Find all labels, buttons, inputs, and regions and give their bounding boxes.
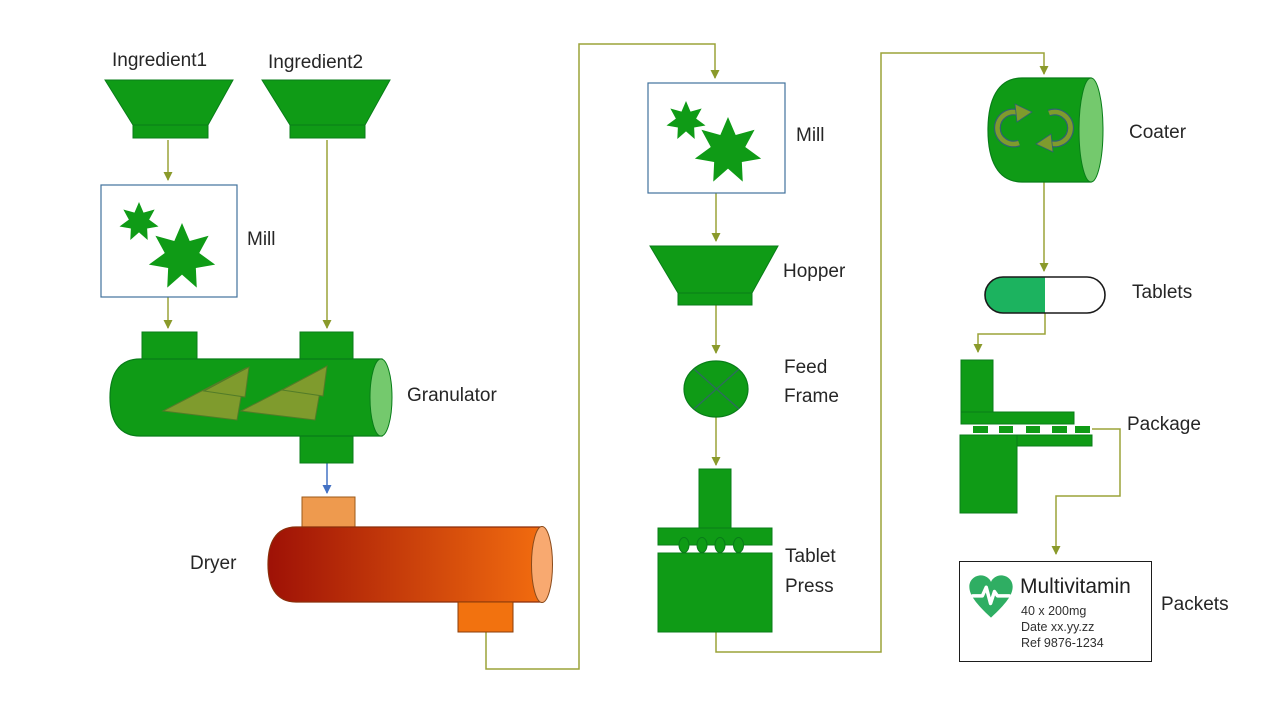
- press-punch: [678, 537, 690, 553]
- press-piston: [698, 468, 732, 530]
- tablet-press-machine: [657, 468, 773, 633]
- mill2-box: [647, 82, 786, 194]
- packet-date: Date xx.yy.zz: [1021, 620, 1095, 634]
- tablets-capsule: [984, 276, 1106, 314]
- coater-machine: [987, 77, 1104, 183]
- label-mill1: Mill: [247, 229, 276, 250]
- hopper-shape: [649, 245, 779, 306]
- granulator-inlet2: [299, 331, 354, 362]
- packet-product-name: Multivitamin: [1020, 575, 1131, 598]
- press-punch: [733, 537, 744, 553]
- package-lower-belt: [1016, 434, 1093, 447]
- label-tablet-press-line2: Press: [785, 576, 834, 597]
- rotation-arrows-icon: [994, 103, 1074, 153]
- ingredient2-hopper: [261, 79, 391, 139]
- edge-package-packets: [1051, 428, 1121, 555]
- edge-tablets-package: [973, 313, 1046, 353]
- label-feed-frame-line1: Feed: [784, 357, 828, 378]
- label-mill2: Mill: [796, 125, 825, 146]
- label-ingredient2: Ingredient2: [268, 52, 364, 73]
- ingredient1-hopper: [104, 79, 234, 139]
- heart-pulse-icon: [969, 575, 1013, 618]
- connector-lines: [163, 43, 1121, 670]
- dryer-outlet: [457, 601, 514, 633]
- granulator-screw-triangles: [161, 365, 328, 421]
- label-granulator: Granulator: [407, 385, 497, 406]
- label-tablet-press-line1: Tablet: [785, 546, 836, 567]
- package-lower-column: [959, 434, 1018, 514]
- granulator-end-cap: [369, 358, 393, 437]
- label-feed-frame-line2: Frame: [784, 386, 839, 407]
- dryer-end-cap: [531, 526, 553, 603]
- press-punch: [714, 537, 726, 553]
- blister-pockets: [973, 426, 1090, 433]
- label-hopper: Hopper: [783, 261, 846, 282]
- package-upper-belt: [960, 411, 1075, 425]
- package-machine: [959, 359, 1093, 514]
- label-packets: Packets: [1161, 594, 1229, 615]
- press-punch: [696, 537, 708, 553]
- dryer-machine: [267, 496, 553, 633]
- edge-dryer-mill2: [485, 43, 720, 670]
- dryer-inlet: [301, 496, 356, 528]
- edge-press-coater: [715, 52, 1049, 653]
- dryer-cylinder: [267, 526, 543, 603]
- label-coater: Coater: [1129, 122, 1187, 143]
- press-die-block: [657, 552, 773, 633]
- label-ingredient1: Ingredient1: [112, 50, 208, 71]
- feed-frame-shape: [683, 360, 749, 418]
- label-package: Package: [1127, 414, 1201, 435]
- packet-dose: 40 x 200mg: [1021, 604, 1087, 618]
- mill1-box: [100, 184, 238, 298]
- label-tablets: Tablets: [1132, 282, 1193, 303]
- packet-ref: Ref 9876-1234: [1021, 636, 1104, 650]
- coater-drum: [987, 77, 1092, 183]
- coater-end-cap: [1078, 77, 1104, 183]
- packets-label-box: Multivitamin 40 x 200mg Date xx.yy.zz Re…: [959, 561, 1152, 662]
- package-feed-column: [960, 359, 994, 414]
- granulator-inlet1: [141, 331, 198, 362]
- granulator-machine: [109, 331, 393, 464]
- granulator-outlet: [299, 433, 354, 464]
- label-dryer: Dryer: [190, 553, 237, 574]
